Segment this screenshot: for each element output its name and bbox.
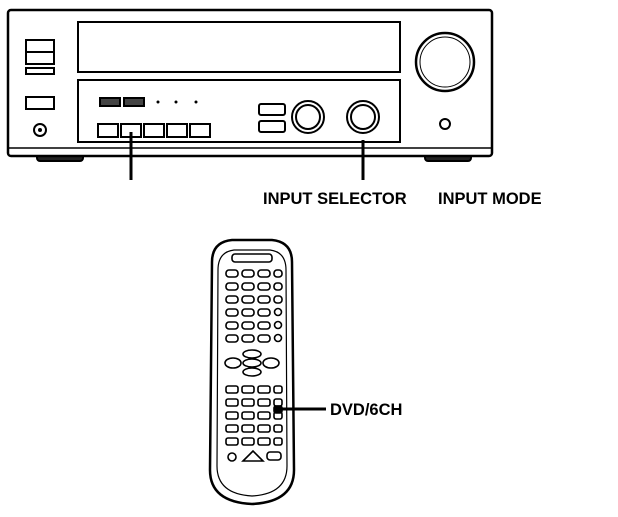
input-mode-label: INPUT MODE	[438, 190, 542, 208]
panel-button-lower[interactable]	[258, 120, 286, 133]
remote-button-grid-lower	[225, 385, 283, 446]
speakers-button[interactable]	[25, 96, 55, 110]
remote-direction-pad[interactable]	[224, 349, 280, 377]
remote-volume-up-button[interactable]	[241, 449, 265, 462]
remote-bottom-button[interactable]	[266, 451, 282, 461]
input-selector-label: INPUT SELECTOR	[263, 190, 407, 208]
remote-control	[208, 238, 296, 506]
dvd-6ch-label: DVD/6CH	[330, 401, 402, 419]
remote-button-grid-upper	[225, 269, 283, 343]
panel-button-upper[interactable]	[258, 103, 286, 116]
input-selector-button-5[interactable]	[189, 123, 211, 138]
panel-led-1	[156, 100, 160, 104]
standby-indicator	[25, 67, 55, 75]
receiver-display	[77, 21, 401, 73]
receiver-unit	[6, 8, 494, 162]
panel-led-3	[194, 100, 198, 104]
remote-ir-window	[231, 253, 273, 263]
panel-button-small-1[interactable]	[99, 97, 121, 107]
receiver-control-panel	[77, 79, 401, 143]
remote-dvd-6ch-button[interactable]	[273, 405, 283, 414]
panel-led-2	[174, 100, 178, 104]
input-selector-button-1[interactable]	[97, 123, 119, 138]
remote-mute-button[interactable]	[227, 452, 237, 462]
power-indicator	[439, 118, 451, 130]
input-selector-button-4[interactable]	[166, 123, 188, 138]
input-selector-button-3[interactable]	[143, 123, 165, 138]
panel-button-small-2[interactable]	[123, 97, 145, 107]
